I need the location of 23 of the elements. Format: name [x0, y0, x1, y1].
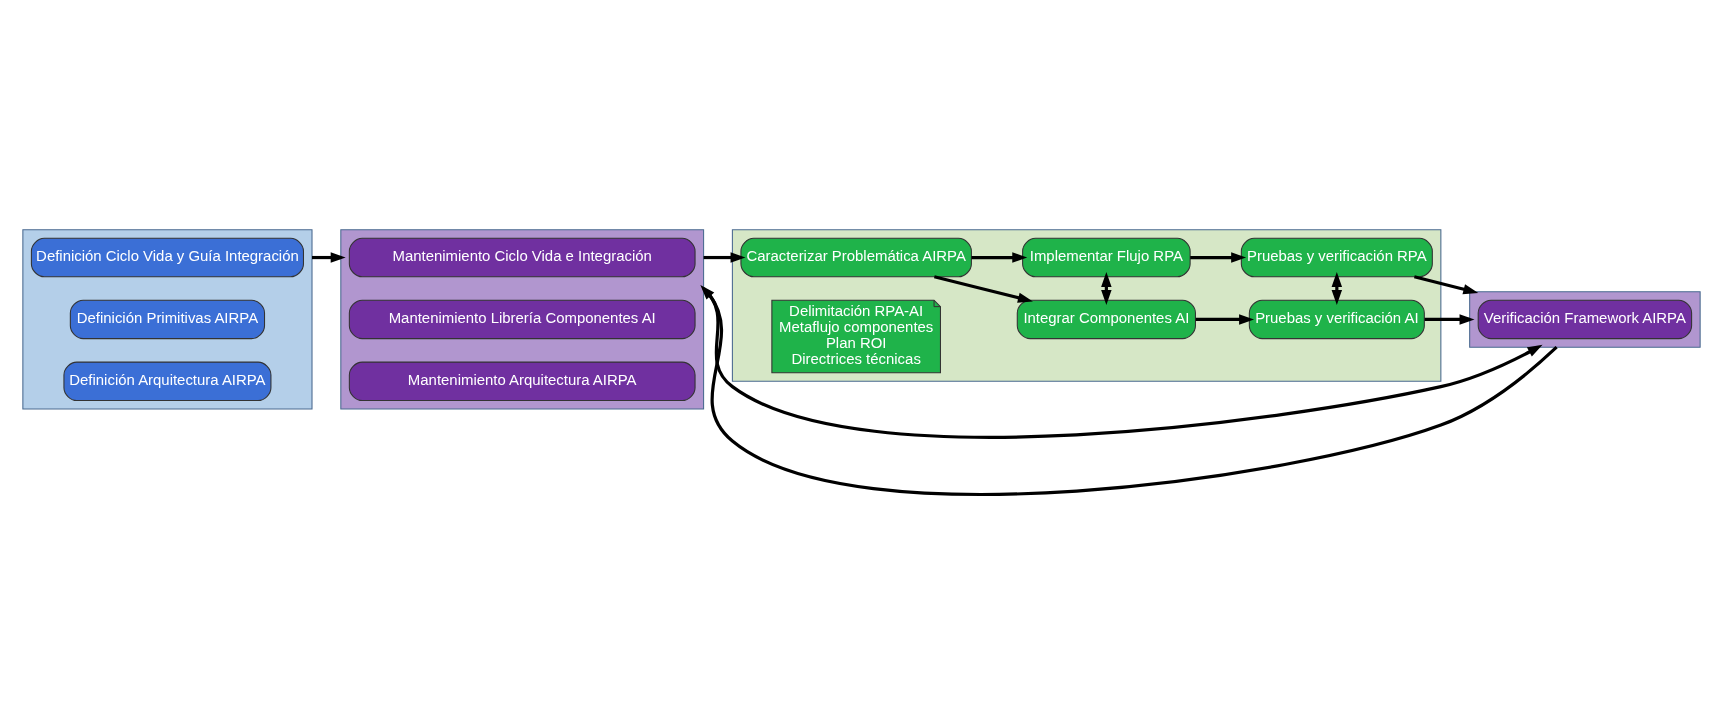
node-box: Implementar Flujo RPA [1022, 237, 1191, 277]
node-box: Pruebas y verificación RPA [1240, 237, 1433, 277]
cluster [22, 228, 313, 410]
node-box: Mantenimiento Librería Componentes AI [348, 299, 696, 339]
node-box: Mantenimiento Ciclo Vida e Integración [348, 237, 696, 277]
arrow [703, 251, 746, 263]
cluster [340, 228, 705, 410]
cluster [1469, 290, 1701, 348]
node-box: Definición Arquitectura AIRPA [63, 361, 272, 401]
node-box: Definición Primitivas AIRPA [69, 299, 266, 339]
arrow [933, 274, 1033, 303]
arrow [1190, 251, 1247, 263]
arrow [1195, 313, 1255, 325]
node-box: Mantenimiento Arquitectura AIRPA [348, 361, 696, 401]
arrow [1424, 313, 1475, 325]
node-box: Pruebas y verificación AI [1248, 299, 1425, 339]
arrow [1331, 271, 1343, 305]
arrow [312, 251, 346, 263]
node-box: Definición Ciclo Vida y Guía Integración [30, 237, 304, 277]
node-box: Caracterizar Problemática AIRPA [740, 237, 972, 277]
arrow [971, 251, 1028, 263]
node-box: Integrar Componentes AI [1016, 299, 1196, 339]
node-box: Verificación Framework AIRPA [1477, 299, 1693, 339]
